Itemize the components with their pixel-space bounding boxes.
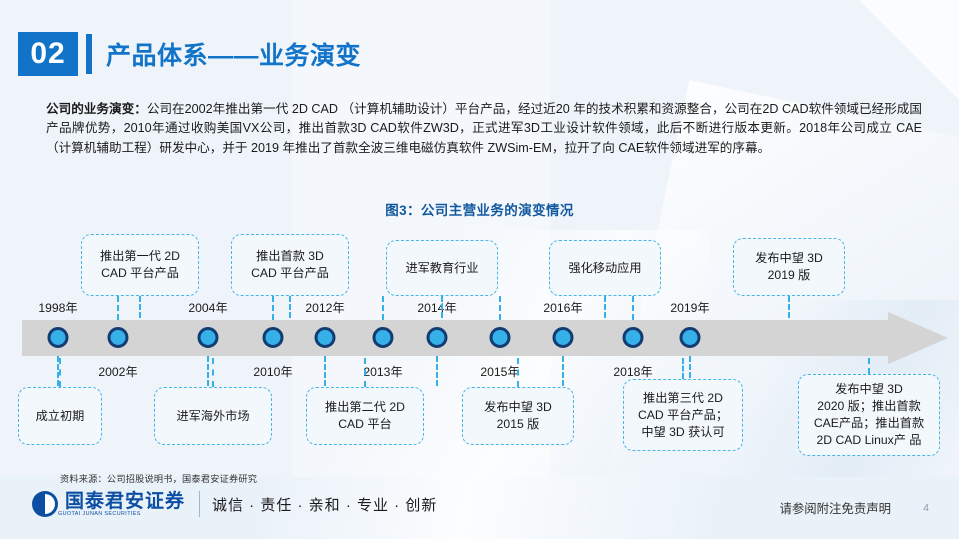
timeline-event-label: 强化移动应用	[568, 260, 642, 275]
header-accent-bar	[86, 34, 92, 74]
timeline-connector-line	[499, 296, 501, 320]
timeline-event-box: 强化移动应用	[549, 240, 661, 296]
logo-divider	[199, 491, 201, 517]
page-number: 4	[923, 502, 929, 514]
source-note: 资料来源：公司招股说明书，国泰君安证券研究	[60, 474, 258, 484]
timeline-year-label: 2016年	[543, 301, 583, 315]
timeline-event-box: 进军教育行业	[386, 240, 498, 296]
timeline-connector-line	[57, 356, 59, 386]
timeline-connector-line	[868, 358, 870, 374]
brand-name-cn: 国泰君安证券	[65, 490, 186, 512]
timeline-year-label: 2015年	[480, 365, 520, 379]
timeline-connector-line	[517, 358, 519, 387]
timeline-axis-arrow	[22, 312, 948, 364]
timeline-connector-line	[212, 358, 214, 387]
timeline-connector-line	[59, 358, 61, 387]
timeline-node-dot	[197, 327, 219, 348]
timeline-event-label: 进军海外市场	[176, 408, 250, 423]
timeline-node-dot	[107, 327, 129, 348]
footer-band-highlight	[250, 477, 730, 539]
slide-header: 02 产品体系——业务演变	[18, 32, 361, 76]
timeline-connector-line	[682, 358, 684, 379]
timeline-year-label: 2018年	[613, 365, 653, 379]
timeline-year-label: 2019年	[670, 301, 710, 315]
timeline-chart: 1998年 2002年 2004年 2010年 2012年 2013年 2014年 2015年…	[0, 224, 959, 469]
page-title: 产品体系——业务演变	[106, 42, 362, 70]
timeline-connector-line	[364, 358, 366, 387]
brand-logo: 国泰君安证券 GUOTAI JUNAN SECURITIES 诚信 · 责任 ·…	[32, 491, 437, 517]
paragraph-lead: 公司的业务演变：	[46, 102, 147, 116]
timeline-event-box: 成立初期	[18, 387, 102, 445]
timeline-connector-line	[788, 296, 790, 318]
timeline-connector-line	[117, 296, 119, 320]
timeline-year-label: 2004年	[188, 301, 228, 315]
brand-name-en: GUOTAI JUNAN SECURITIES	[58, 510, 141, 517]
timeline-year-label: 2014年	[417, 301, 457, 315]
timeline-node-dot	[314, 327, 336, 348]
timeline-year-label: 2002年	[98, 365, 138, 379]
figure-title: 图3：公司主营业务的演变情况	[385, 203, 574, 218]
timeline-connector-line	[272, 296, 274, 320]
timeline-connector-line	[382, 296, 384, 320]
timeline-event-box: 进军海外市场	[154, 387, 272, 445]
body-paragraph: 公司的业务演变：公司在2002年推出第一代 2D CAD （计算机辅助设计）平台…	[46, 100, 922, 158]
bg-corner-triangle	[819, 0, 959, 160]
timeline-node-dot	[552, 327, 574, 348]
paragraph-text: 公司在2002年推出第一代 2D CAD （计算机辅助设计）平台产品，经过近20…	[46, 102, 923, 155]
timeline-year-label: 2013年	[363, 365, 403, 379]
timeline-year-label: 2010年	[253, 365, 293, 379]
timeline-connector-line	[207, 356, 209, 386]
timeline-axis-bar	[22, 320, 892, 356]
timeline-year-label: 1998年	[38, 301, 78, 315]
disclaimer-text: 请参阅附注免责声明	[779, 502, 891, 516]
timeline-connector-line	[604, 296, 606, 318]
timeline-node-dot	[372, 327, 394, 348]
timeline-connector-line	[689, 356, 691, 386]
timeline-node-dot	[622, 327, 644, 348]
timeline-connector-line	[436, 356, 438, 386]
timeline-connector-line	[139, 296, 141, 318]
timeline-event-label: 成立初期	[35, 408, 85, 423]
timeline-connector-line	[632, 296, 634, 320]
timeline-node-dot	[679, 327, 701, 348]
timeline-event-label: 进军教育行业	[405, 260, 479, 275]
section-number-badge: 02	[18, 32, 78, 76]
timeline-node-dot	[426, 327, 448, 348]
timeline-connector-line	[441, 296, 443, 318]
timeline-connector-line	[324, 356, 326, 386]
timeline-connector-line	[562, 356, 564, 386]
timeline-connector-line	[289, 296, 291, 318]
slide-footer: 国泰君安证券 GUOTAI JUNAN SECURITIES 诚信 · 责任 ·…	[0, 477, 959, 539]
brand-slogan: 诚信 · 责任 · 亲和 · 专业 · 创新	[212, 496, 438, 514]
guotai-junan-logo-icon	[32, 491, 58, 517]
timeline-node-dot	[262, 327, 284, 348]
timeline-node-dot	[47, 327, 69, 348]
timeline-year-label: 2012年	[305, 301, 345, 315]
timeline-arrowhead-icon	[888, 312, 948, 364]
timeline-node-dot	[489, 327, 511, 348]
